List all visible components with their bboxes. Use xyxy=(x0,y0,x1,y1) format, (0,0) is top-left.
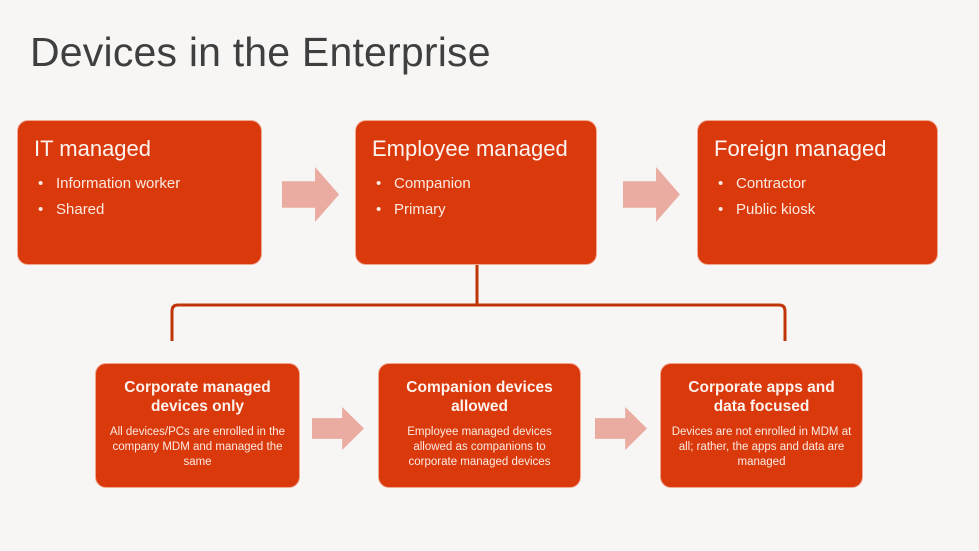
card-heading: Corporate managed devices only xyxy=(124,379,271,415)
bullet-item: Information worker xyxy=(34,171,245,197)
connector-bar xyxy=(170,303,787,341)
card-body: Employee managed devices allowed as comp… xyxy=(407,426,552,468)
bullet-list: Companion Primary xyxy=(372,171,580,223)
card-title: Employee managed xyxy=(372,136,568,161)
arrow-right-icon xyxy=(312,407,364,450)
card-title: Foreign managed xyxy=(714,136,887,161)
card-it-managed[interactable]: IT managed Information worker Shared xyxy=(17,120,262,265)
bullet-item: Primary xyxy=(372,197,580,223)
card-corporate-apps-and-data-focused[interactable]: Corporate apps and data focused Devices … xyxy=(660,363,863,488)
bullet-item: Shared xyxy=(34,197,245,223)
card-heading: Corporate apps and data focused xyxy=(688,379,835,415)
arrow-right-icon xyxy=(623,167,680,222)
card-corporate-managed-devices-only[interactable]: Corporate managed devices only All devic… xyxy=(95,363,300,488)
card-employee-managed[interactable]: Employee managed Companion Primary xyxy=(355,120,597,265)
bullet-list: Information worker Shared xyxy=(34,171,245,223)
card-body: Devices are not enrolled in MDM at all; … xyxy=(671,426,852,468)
arrow-right-icon xyxy=(595,407,647,450)
bullet-item: Public kiosk xyxy=(714,197,921,223)
page-title: Devices in the Enterprise xyxy=(30,29,491,75)
bullet-item: Contractor xyxy=(714,171,921,197)
arrow-right-icon xyxy=(282,167,339,222)
card-companion-devices-allowed[interactable]: Companion devices allowed Employee manag… xyxy=(378,363,581,488)
bullet-item: Companion xyxy=(372,171,580,197)
card-title: IT managed xyxy=(34,136,152,161)
card-body: All devices/PCs are enrolled in the comp… xyxy=(109,426,286,468)
bullet-list: Contractor Public kiosk xyxy=(714,171,921,223)
card-heading: Companion devices allowed xyxy=(406,379,553,415)
card-foreign-managed[interactable]: Foreign managed Contractor Public kiosk xyxy=(697,120,938,265)
